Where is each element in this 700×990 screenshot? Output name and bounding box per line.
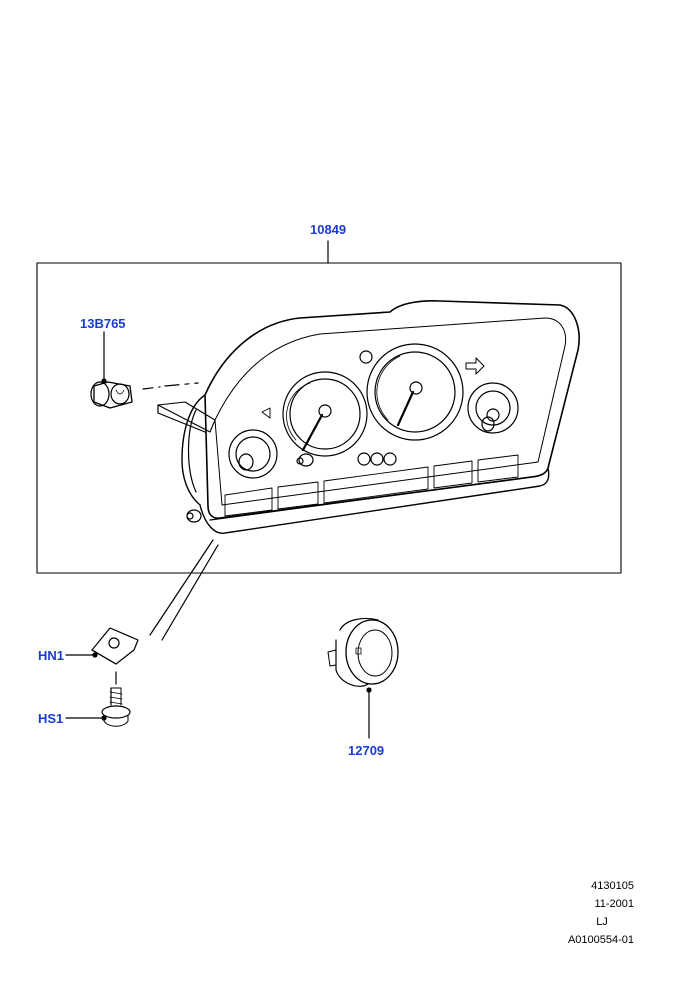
callout-10849: 10849 bbox=[310, 222, 347, 237]
screw-part bbox=[101, 687, 131, 727]
callout-hs1: HS1 bbox=[38, 711, 64, 726]
callout-13b765: 13B765 bbox=[80, 316, 126, 331]
callout-hn1: HN1 bbox=[38, 648, 65, 663]
illustration-number: 4130105 bbox=[591, 880, 634, 892]
assembly-frame bbox=[36, 262, 622, 574]
clip-nut-part bbox=[91, 627, 139, 665]
instrument-cluster bbox=[157, 300, 580, 534]
callout-12709: 12709 bbox=[348, 743, 385, 758]
drawing-date: 11-2001 bbox=[594, 898, 634, 910]
drawing-initials: LJ bbox=[596, 916, 608, 928]
drawing-reference: A0100554-01 bbox=[567, 934, 634, 946]
gauge-ring-part bbox=[327, 617, 399, 687]
bulb-holder bbox=[90, 381, 133, 409]
